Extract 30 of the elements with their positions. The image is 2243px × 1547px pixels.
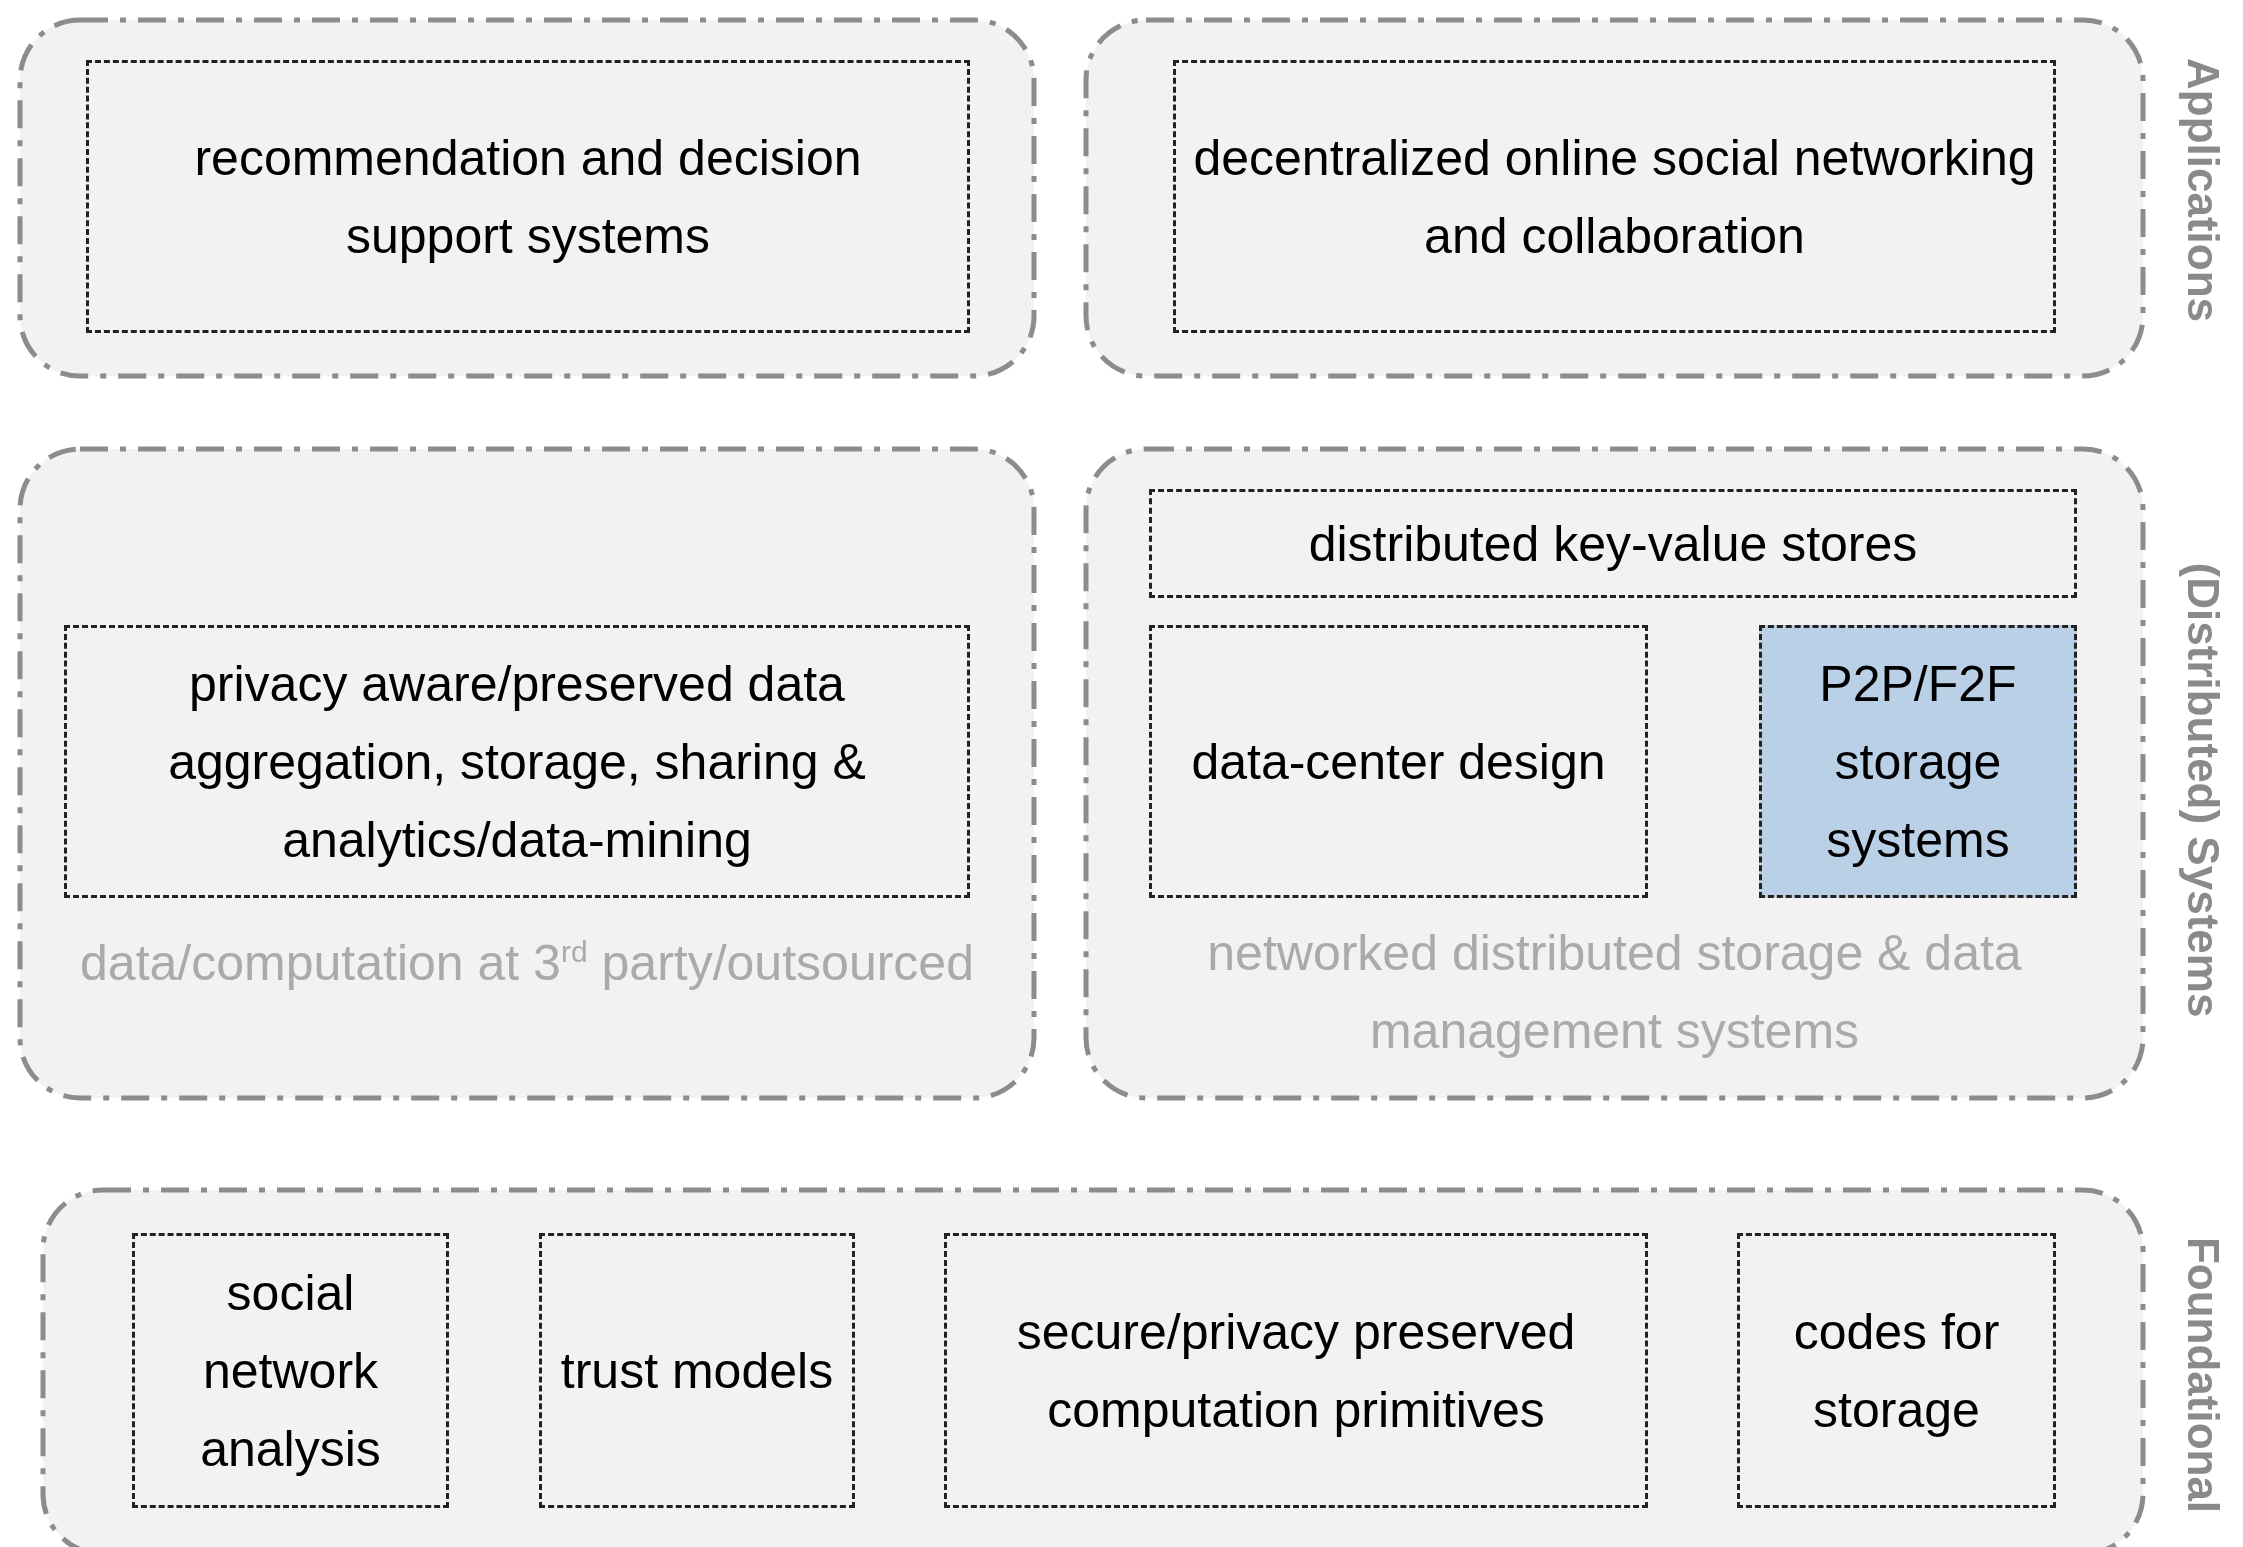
topic-box (64, 625, 970, 898)
topic-label: P2P/F2F storage systems (1818, 654, 2018, 870)
layer-title: (Distributed) Systems (2178, 562, 2228, 1018)
layer-panel (40, 1187, 2146, 1547)
layer-panel (1083, 17, 2146, 379)
topic-box (539, 1233, 855, 1508)
topic-label: codes for storage (1792, 1302, 2001, 1440)
layer-title: Applications (2178, 58, 2228, 322)
topic-label: social network analysis (199, 1263, 382, 1479)
topic-label: decentralized online social networking and collaboration (1192, 128, 2037, 266)
topic-box (1173, 60, 2056, 333)
topic-box (86, 60, 970, 333)
topic-box (1759, 625, 2077, 898)
layer-panel (17, 446, 1037, 1101)
topic-box (944, 1233, 1648, 1508)
topic-label: distributed key-value stores (1307, 514, 1919, 574)
layer-panel (17, 17, 1037, 379)
topic-box (1737, 1233, 2056, 1508)
layer-caption: data/computation at 3$^{rd}$ party/outsourced (79, 934, 975, 993)
topic-box (1149, 625, 1648, 898)
layer-title: Foundational (2178, 1236, 2228, 1514)
topic-box (132, 1233, 449, 1508)
topic-label: trust models (559, 1341, 835, 1401)
topic-label: privacy aware/preserved data aggregation, storage, sharing & analytics/data-mining (167, 654, 867, 870)
layer-caption: networked distributed storage & data management systems (1206, 924, 2023, 1061)
topic-box (1149, 489, 2077, 598)
topic-label: data-center design (1190, 732, 1607, 792)
topic-label: secure/privacy preserved computation primitives (1015, 1302, 1577, 1440)
layer-panel (1083, 446, 2146, 1101)
topic-label: recommendation and decision support systems (193, 128, 863, 266)
